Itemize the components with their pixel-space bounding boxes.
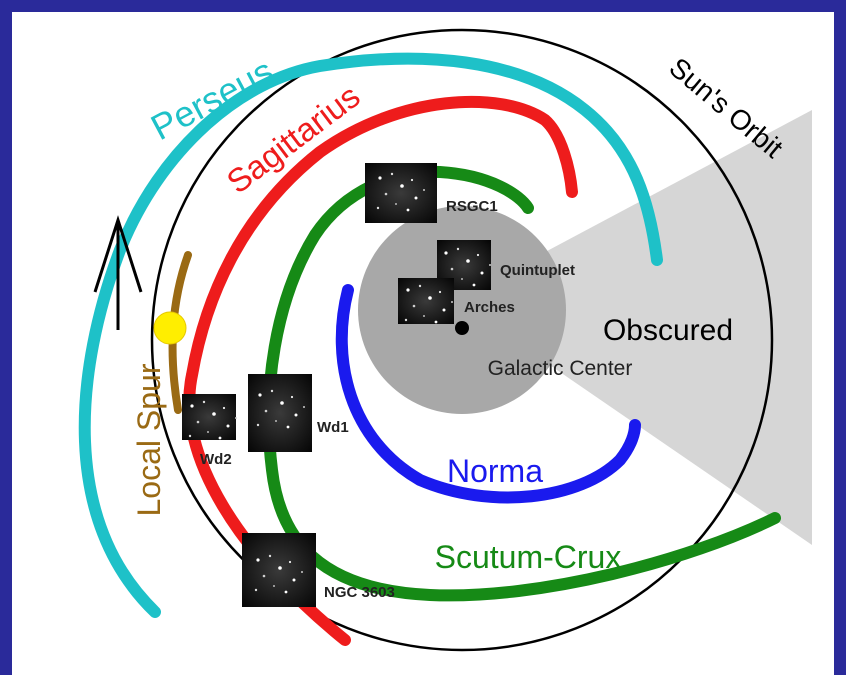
- perseus-label: Perseus: [144, 50, 280, 148]
- cluster-photo-ngc3603: [242, 533, 316, 607]
- sun-icon: [153, 311, 187, 345]
- sagittarius-arm: [183, 95, 578, 646]
- cluster-photo-wd2: [182, 394, 237, 440]
- suns-orbit-label: Sun's Orbit: [663, 52, 789, 164]
- cluster-photo-wd1: [248, 374, 312, 452]
- black-hole-icon: [455, 321, 469, 335]
- cluster-label-rsgc1: RSGC1: [446, 198, 498, 215]
- galactic-center-label: Galactic Center: [488, 357, 633, 380]
- cluster-label-arches: Arches: [464, 299, 515, 316]
- cluster-label-ngc3603: NGC 3603: [324, 584, 395, 601]
- perseus-arm: [78, 52, 663, 618]
- local-spur-label: Local Spur: [131, 363, 167, 516]
- scutum-crux-label: Scutum-Crux: [435, 539, 622, 575]
- norma-label: Norma: [447, 453, 543, 489]
- rotation-arrow-icon: [93, 215, 143, 330]
- cluster-label-wd1: Wd1: [317, 419, 349, 436]
- galactic-center-disc: [358, 206, 566, 414]
- cluster-photo-rsgc1: [365, 163, 437, 223]
- obscured-label: Obscured: [603, 314, 733, 347]
- cluster-label-wd2: Wd2: [200, 451, 232, 468]
- obscured-region: [455, 110, 812, 545]
- cluster-photo-arches: [398, 278, 454, 324]
- norma-arm: [335, 284, 641, 504]
- cluster-label-quintuplet: Quintuplet: [500, 262, 575, 279]
- suns-orbit-circle: [150, 28, 774, 652]
